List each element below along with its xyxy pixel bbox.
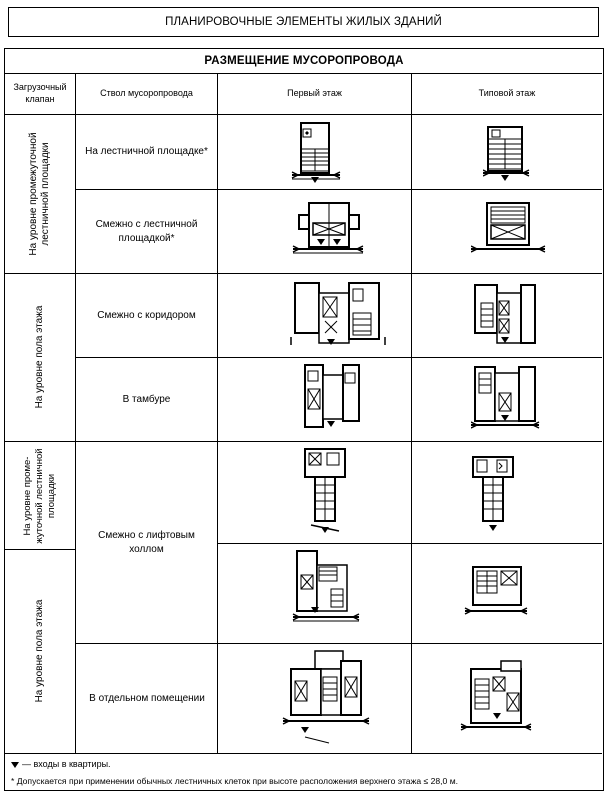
shaft-label-landing: На лестничной площадке* xyxy=(85,146,208,158)
valve-group-intermediate-landing-2: На уровне проме­жуточной лест­ничной пло… xyxy=(22,448,57,544)
valve-group-floor-level-1: На уровне пола этажа xyxy=(33,305,45,409)
column-header-typical-floor: Типовой этаж xyxy=(478,88,536,99)
shaft-label-adjacent-landing: Смежно с лестничной площадкой* xyxy=(95,219,198,244)
plan-elevator-hall-intermediate-first-floor xyxy=(299,445,351,537)
plan-vestibule-typical-floor xyxy=(471,363,541,437)
footnote-asterisk: * Допускается при применении обычных лес… xyxy=(11,776,459,786)
footnote-legend: — входы в квартиры. xyxy=(11,759,599,770)
shaft-label-adjacent-corridor: Смежно с коридором xyxy=(97,309,196,321)
shaft-label-elevator-hall: Смежно с лифтовым холлом xyxy=(98,530,195,555)
plan-separate-room-typical-floor xyxy=(457,655,537,739)
footnote-legend-text: — входы в квартиры. xyxy=(22,759,111,769)
shaft-label-separate-room: В отдельном помещении xyxy=(89,692,205,704)
plan-landing-typical-floor xyxy=(483,123,533,183)
plan-vestibule-first-floor xyxy=(301,359,365,437)
apartment-entrance-icon xyxy=(11,761,19,768)
plan-adjacent-landing-first-floor xyxy=(291,195,367,267)
shaft-label-vestibule: В тамбуре xyxy=(122,393,171,405)
page-title: ПЛАНИРОВОЧНЫЕ ЭЛЕМЕНТЫ ЖИЛЫХ ЗДАНИЙ xyxy=(8,7,599,37)
plan-elevator-hall-floor-typical-floor xyxy=(463,559,531,627)
plan-landing-first-floor xyxy=(290,119,350,185)
column-header-first-floor: Первый этаж xyxy=(287,88,342,99)
garbage-chute-table: РАЗМЕЩЕНИЕ МУСОРОПРОВОДА Загрузочный кла… xyxy=(4,48,604,791)
plan-corridor-typical-floor xyxy=(471,281,541,355)
column-header-shaft: Ствол мусоропровода xyxy=(100,88,193,99)
table-title: РАЗМЕЩЕНИЕ МУСОРОПРОВОДА xyxy=(204,55,404,67)
plan-corridor-first-floor xyxy=(287,277,391,353)
valve-group-intermediate-landing: На уровне промежуточной лестничной площа… xyxy=(27,132,52,256)
plan-adjacent-landing-typical-floor xyxy=(471,197,547,267)
plan-elevator-hall-intermediate-typical-floor xyxy=(469,453,519,537)
valve-group-floor-level-2: На уровне пола этажа xyxy=(33,599,45,703)
plan-separate-room-first-floor xyxy=(279,647,373,747)
column-header-valve: Загрузочный клапан xyxy=(13,82,67,104)
plan-elevator-hall-floor-first-floor xyxy=(289,545,365,639)
